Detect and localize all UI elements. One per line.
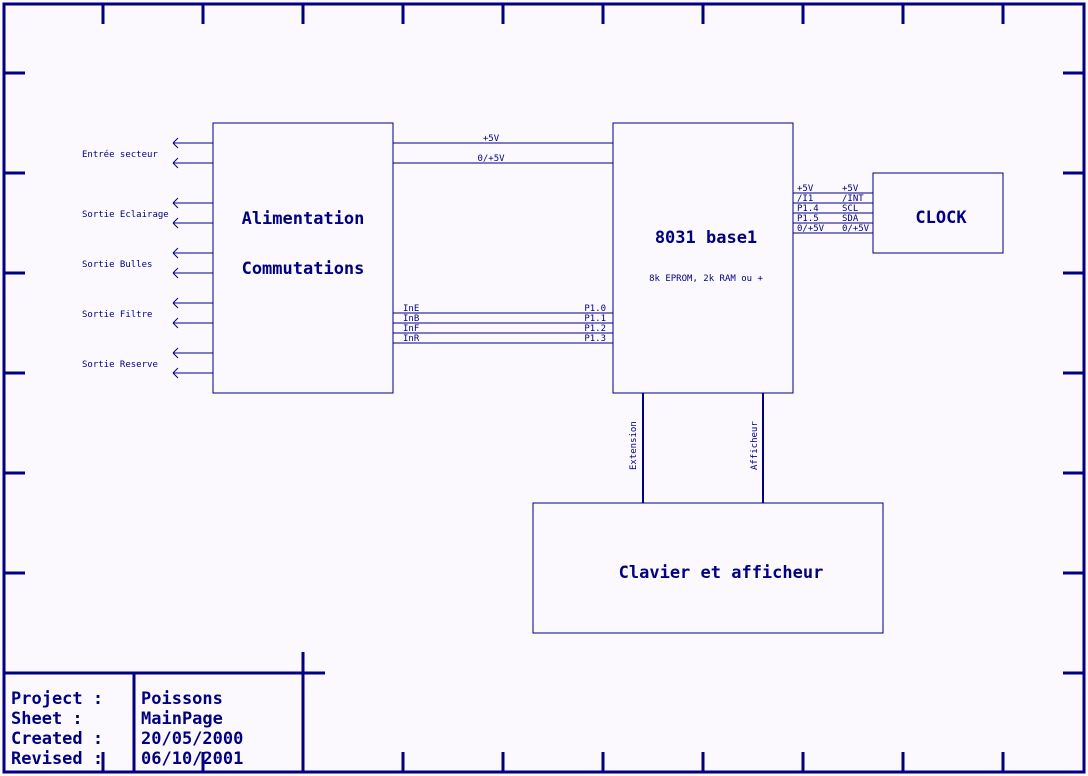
frame-ticks [4, 4, 1084, 772]
port-arrow-0[interactable] [172, 157, 213, 169]
port-arrow-1[interactable] [172, 217, 213, 229]
port-label-entree-secteur: Entrée secteur [82, 149, 158, 160]
port-arrow-0[interactable] [172, 137, 213, 149]
block-alimentation[interactable]: Alimentation Commutations [212, 122, 394, 394]
arrow-head-icon [172, 297, 179, 304]
arrow-head-icon [172, 302, 179, 309]
io-to-2: P1.2 [584, 324, 606, 334]
io-from-3: InR [403, 334, 420, 344]
arrow-head-icon [172, 372, 179, 379]
arrow-head-icon [172, 222, 179, 229]
alimentation-box[interactable] [212, 122, 394, 394]
io-from-2: InF [403, 324, 419, 334]
port-arrow-3[interactable] [172, 317, 213, 329]
title-label-created: Created : [11, 729, 103, 749]
port-label-sortie-eclairage: Sortie Eclairage [82, 210, 169, 220]
port-label-sortie-reserve: Sortie Reserve [82, 360, 158, 370]
block-keypad[interactable]: Clavier et afficheur [532, 502, 884, 634]
clock-nets [793, 192, 873, 234]
left-port-labels: Entrée secteur Sortie Eclairage Sortie B… [82, 149, 169, 370]
arrow-head-icon [172, 352, 179, 359]
alimentation-subtitle: Commutations [242, 259, 365, 279]
title-block-labels: Project : Sheet : Created : Revised : Po… [11, 689, 243, 769]
clk-from-0: +5V [797, 184, 814, 194]
title-label-sheet: Sheet : [11, 709, 83, 729]
arrow-head-icon [172, 142, 179, 149]
arrow-head-icon [172, 347, 179, 354]
cpu-subtitle: 8k EPROM, 2k RAM ou + [649, 274, 763, 284]
port-arrow-1[interactable] [172, 197, 213, 209]
clk-to-2: SCL [842, 204, 858, 214]
bus-label-extension: Extension [629, 421, 639, 470]
arrow-head-icon [172, 272, 179, 279]
clock-title: CLOCK [915, 208, 967, 228]
clk-to-1: /INT [842, 194, 864, 204]
arrow-head-icon [172, 137, 179, 144]
arrow-head-icon [172, 267, 179, 274]
io-to-3: P1.3 [584, 334, 606, 344]
keypad-title: Clavier et afficheur [619, 563, 824, 583]
bus-label-afficheur: Afficheur [750, 421, 760, 470]
io-to-1: P1.1 [584, 314, 606, 324]
arrow-head-icon [172, 202, 179, 209]
port-arrow-4[interactable] [172, 347, 213, 359]
clk-from-3: P1.5 [797, 214, 819, 224]
cpu-box[interactable] [612, 122, 794, 394]
io-to-0: P1.0 [584, 304, 606, 314]
arrow-head-icon [172, 217, 179, 224]
title-value-created: 20/05/2000 [141, 729, 243, 749]
arrow-head-icon [172, 247, 179, 254]
arrow-head-icon [172, 252, 179, 259]
port-arrow-3[interactable] [172, 297, 213, 309]
clk-from-1: /I1 [797, 194, 813, 204]
port-label-sortie-filtre: Sortie Filtre [82, 310, 152, 320]
keypad-box[interactable] [532, 502, 884, 634]
title-value-project: Poissons [141, 689, 223, 709]
io-from-0: InE [403, 304, 419, 314]
arrow-head-icon [172, 157, 179, 164]
power-nets [393, 142, 613, 164]
clk-from-2: P1.4 [797, 204, 819, 214]
arrow-head-icon [172, 197, 179, 204]
arrow-head-icon [172, 317, 179, 324]
clk-to-4: 0/+5V [842, 224, 870, 234]
io-nets [393, 312, 613, 344]
arrow-head-icon [172, 367, 179, 374]
port-arrow-2[interactable] [172, 267, 213, 279]
bus-wires [642, 393, 764, 503]
clk-to-0: +5V [842, 184, 859, 194]
clock-box[interactable] [872, 172, 1004, 254]
title-block [4, 652, 325, 772]
io-from-1: InB [403, 314, 419, 324]
cpu-title: 8031 base1 [655, 228, 757, 248]
arrow-head-icon [172, 162, 179, 169]
left-ports [172, 137, 213, 379]
net-label-5v: +5V [483, 134, 500, 144]
block-clock[interactable]: CLOCK [872, 172, 1004, 254]
title-label-revised: Revised : [11, 749, 103, 769]
port-label-sortie-bulles: Sortie Bulles [82, 260, 152, 270]
title-label-project: Project : [11, 689, 103, 709]
arrow-head-icon [172, 322, 179, 329]
clk-from-4: 0/+5V [797, 224, 825, 234]
port-arrow-2[interactable] [172, 247, 213, 259]
clk-to-3: SDA [842, 214, 859, 224]
block-cpu[interactable]: 8031 base1 8k EPROM, 2k RAM ou + [612, 122, 794, 394]
title-value-revised: 06/10/2001 [141, 749, 243, 769]
net-label-0-5v: 0/+5V [477, 154, 505, 164]
alimentation-title: Alimentation [242, 209, 365, 229]
title-value-sheet: MainPage [141, 709, 223, 729]
port-arrow-4[interactable] [172, 367, 213, 379]
